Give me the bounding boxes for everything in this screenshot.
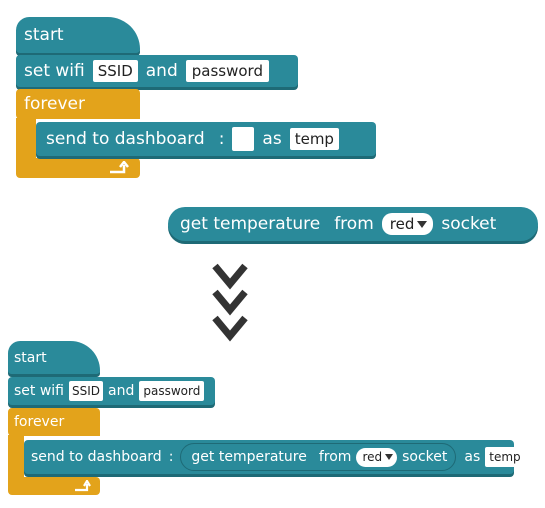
bottom-set-wifi-block[interactable]: set wifi SSID and password: [8, 377, 215, 405]
dropdown-arrow-icon: [385, 454, 394, 460]
triple-chevron-down-icon: [212, 263, 248, 342]
bottom-password-input[interactable]: password: [139, 381, 205, 401]
top-forever-top[interactable]: forever: [16, 89, 140, 119]
bottom-forever-bottom: [8, 477, 100, 495]
bottom-reporter-socket-label: socket: [402, 449, 448, 465]
top-and-label: and: [145, 61, 178, 81]
top-start-label: start: [24, 25, 64, 45]
bottom-reporter-socket-value: red: [362, 450, 383, 464]
bottom-start-label: start: [14, 349, 47, 366]
bottom-set-wifi-label: set wifi: [14, 383, 65, 399]
bottom-forever-top[interactable]: forever: [8, 408, 100, 436]
top-send-label: send to dashboard: [46, 129, 205, 149]
top-forever-label: forever: [24, 94, 85, 114]
top-loop-arrow-icon: [110, 161, 129, 174]
bottom-start-block[interactable]: start: [8, 341, 100, 374]
get-temperature-reporter[interactable]: get temperature from red socket: [168, 207, 538, 241]
bottom-loop-arrow-icon: [75, 480, 91, 492]
top-set-wifi-label: set wifi: [24, 61, 85, 81]
bottom-temp-input[interactable]: temp: [485, 447, 525, 467]
top-as-label: as: [262, 129, 282, 149]
bottom-ssid-input[interactable]: SSID: [69, 381, 104, 401]
bottom-as-label: as: [464, 449, 481, 465]
top-start-block[interactable]: start: [16, 17, 140, 53]
top-colon-label: :: [218, 129, 225, 149]
reporter-socket-dropdown[interactable]: red: [381, 213, 434, 235]
reporter-get-temperature-label: get temperature: [180, 214, 321, 234]
bottom-send-to-dashboard-block[interactable]: send to dashboard : get temperature from…: [24, 440, 525, 474]
bottom-and-label: and: [108, 383, 135, 399]
top-forever-bottom: [16, 158, 140, 178]
reporter-socket-value: red: [389, 215, 415, 233]
bottom-colon-label: :: [168, 449, 174, 465]
top-temp-input[interactable]: temp: [289, 128, 339, 150]
top-ssid-input[interactable]: SSID: [92, 60, 138, 82]
dropdown-arrow-icon: [417, 220, 428, 228]
top-password-input[interactable]: password: [185, 60, 269, 82]
bottom-reporter-get-temperature-label: get temperature: [191, 449, 307, 465]
bottom-send-label: send to dashboard: [31, 449, 162, 465]
reporter-socket-label: socket: [441, 214, 497, 234]
top-forever-arm: [16, 118, 36, 160]
top-empty-value-slot[interactable]: [232, 127, 255, 151]
bottom-get-temperature-reporter[interactable]: get temperature from red socket: [180, 443, 457, 471]
reporter-from-label: from: [334, 214, 374, 234]
top-send-to-dashboard-block[interactable]: send to dashboard : as temp: [36, 122, 376, 156]
bottom-forever-label: forever: [14, 414, 65, 430]
bottom-reporter-from-label: from: [318, 449, 352, 465]
top-set-wifi-block[interactable]: set wifi SSID and password: [16, 55, 298, 87]
bottom-reporter-socket-dropdown[interactable]: red: [356, 447, 398, 467]
bottom-forever-arm: [8, 435, 24, 479]
